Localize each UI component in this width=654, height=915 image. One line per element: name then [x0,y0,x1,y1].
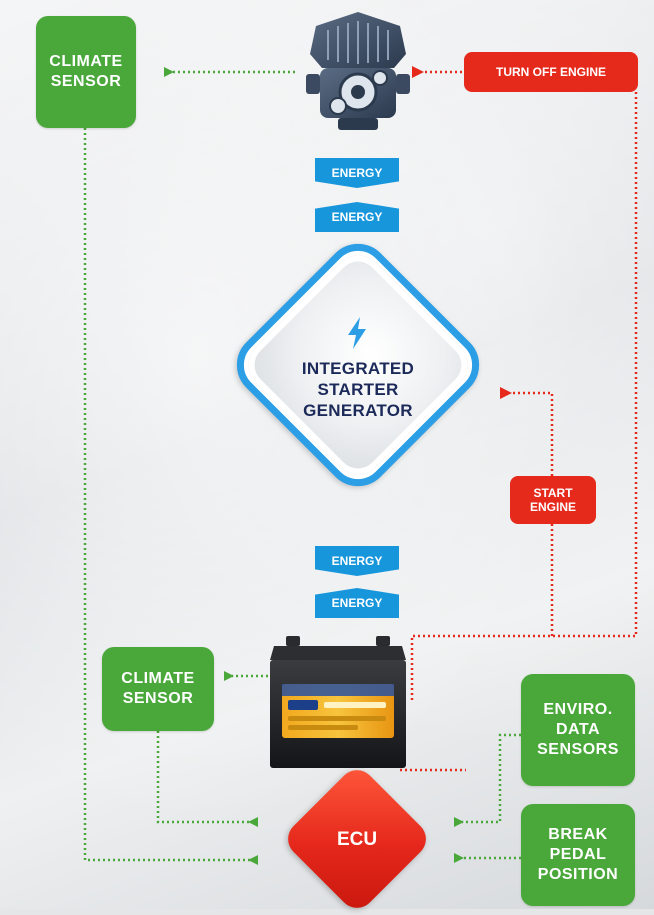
lightning-bolt-icon [348,317,366,349]
enviro-to-ecu-line [454,733,521,827]
climate-sensor-bottom-box: CLIMATE SENSOR [102,647,214,731]
energy-bottom-1: ENERGY [315,546,399,576]
enviro-data-sensors-box: ENVIRO. DATA SENSORS [521,674,635,786]
start-engine-line1: START [533,486,573,500]
enviro-line1: ENVIRO. [543,701,613,718]
isg-line1: INTEGRATED [301,359,415,378]
break-pedal-position-box: BREAK PEDAL POSITION [521,804,635,906]
enviro-line3: SENSORS [537,741,619,758]
enviro-line2: DATA [555,721,601,738]
energy-bottom-1-label: ENERGY [331,554,383,568]
climate-sensor-top-line1: CLIMATE [49,53,123,70]
climate-sensor-bottom-line2: SENSOR [122,690,194,707]
break-line1: BREAK [548,826,608,843]
start-to-isg-line [500,387,554,636]
energy-top-1: ENERGY [315,158,399,188]
climate-top-to-ecu-line [83,128,258,865]
energy-top-1-label: ENERGY [331,166,383,180]
break-line2: PEDAL [549,846,607,863]
energy-top-2: ENERGY [315,202,399,232]
energy-bottom-2-label: ENERGY [331,596,383,610]
turn-off-engine-label: TURN OFF ENGINE [496,65,606,79]
climate-sensor-top-box: CLIMATE SENSOR [36,16,136,128]
isg-line2: STARTER [317,380,399,399]
climate-sensor-bottom-line1: CLIMATE [121,670,195,687]
start-engine-line2: ENGINE [529,500,576,514]
isg-line3: GENERATOR [303,401,413,420]
car-battery-icon [270,636,406,768]
energy-top-2-label: ENERGY [331,210,383,224]
energy-bottom-2: ENERGY [315,588,399,618]
turn-off-engine-box: TURN OFF ENGINE [464,52,638,92]
engine-icon [306,12,410,130]
break-line3: POSITION [537,866,619,883]
turn-off-to-battery-line [410,92,638,700]
isg-label: INTEGRATED STARTER GENERATOR [278,358,438,421]
start-engine-box: START ENGINE [510,476,596,524]
climate-bottom-to-ecu-line [156,731,258,827]
climate-sensor-top-line2: SENSOR [50,73,122,90]
ecu-label: ECU [336,829,378,850]
